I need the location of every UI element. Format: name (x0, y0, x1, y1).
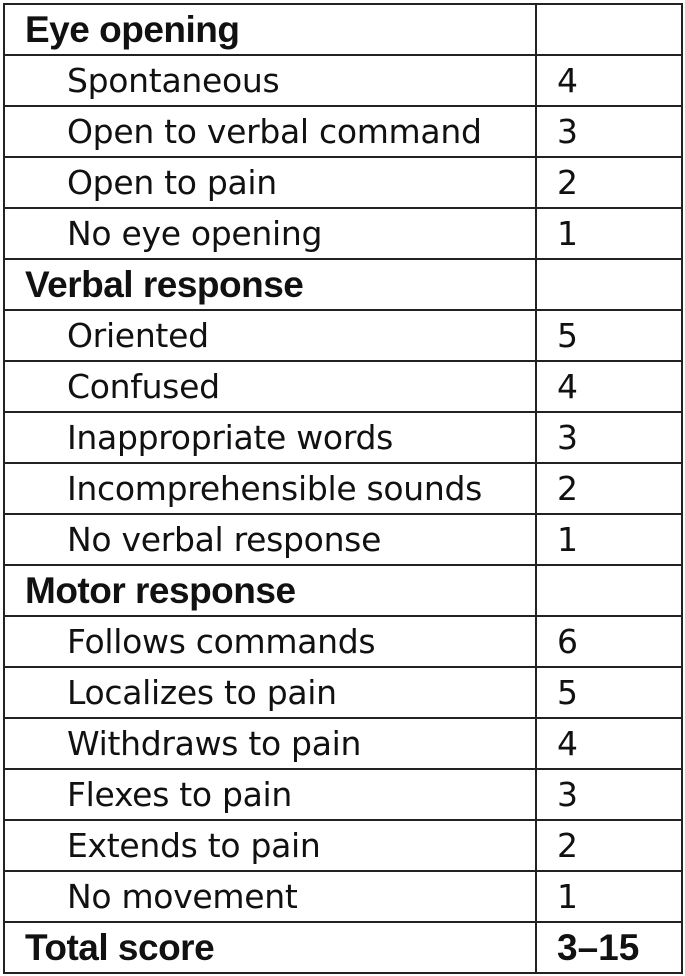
total-row: Total score 3–15 (3, 921, 683, 974)
score-table: Eye opening Spontaneous 4 Open to verbal… (3, 3, 683, 974)
section-header-row: Verbal response (3, 258, 683, 311)
item-score: 4 (535, 360, 683, 413)
item-score: 5 (535, 666, 683, 719)
table-row: Localizes to pain 5 (3, 666, 683, 719)
table-row: No eye opening 1 (3, 207, 683, 260)
item-label: Localizes to pain (3, 666, 537, 719)
total-score: 3–15 (535, 921, 683, 974)
section-header-row: Eye opening (3, 3, 683, 56)
item-label: No verbal response (3, 513, 537, 566)
section-score-cell (535, 564, 683, 617)
section-title: Eye opening (3, 3, 537, 56)
item-score: 4 (535, 54, 683, 107)
item-score: 5 (535, 309, 683, 362)
item-label: Withdraws to pain (3, 717, 537, 770)
table-row: No movement 1 (3, 870, 683, 923)
total-label: Total score (3, 921, 537, 974)
item-score: 2 (535, 462, 683, 515)
item-label: Open to verbal command (3, 105, 537, 158)
item-score: 3 (535, 411, 683, 464)
item-label: Incomprehensible sounds (3, 462, 537, 515)
item-score: 3 (535, 768, 683, 821)
table-row: Flexes to pain 3 (3, 768, 683, 821)
item-label: Inappropriate words (3, 411, 537, 464)
item-score: 4 (535, 717, 683, 770)
section-title: Motor response (3, 564, 537, 617)
item-score: 3 (535, 105, 683, 158)
item-label: Confused (3, 360, 537, 413)
item-score: 1 (535, 513, 683, 566)
item-score: 1 (535, 870, 683, 923)
table-row: Extends to pain 2 (3, 819, 683, 872)
table-row: Open to verbal command 3 (3, 105, 683, 158)
section-score-cell (535, 258, 683, 311)
item-label: Spontaneous (3, 54, 537, 107)
item-label: No movement (3, 870, 537, 923)
table-row: No verbal response 1 (3, 513, 683, 566)
item-score: 2 (535, 819, 683, 872)
table-row: Inappropriate words 3 (3, 411, 683, 464)
item-label: Open to pain (3, 156, 537, 209)
item-score: 2 (535, 156, 683, 209)
table-row: Oriented 5 (3, 309, 683, 362)
section-score-cell (535, 3, 683, 56)
item-score: 1 (535, 207, 683, 260)
section-header-row: Motor response (3, 564, 683, 617)
table-row: Follows commands 6 (3, 615, 683, 668)
table-row: Withdraws to pain 4 (3, 717, 683, 770)
item-score: 6 (535, 615, 683, 668)
table-row: Incomprehensible sounds 2 (3, 462, 683, 515)
section-title: Verbal response (3, 258, 537, 311)
item-label: No eye opening (3, 207, 537, 260)
table-row: Spontaneous 4 (3, 54, 683, 107)
table-row: Open to pain 2 (3, 156, 683, 209)
item-label: Extends to pain (3, 819, 537, 872)
table-row: Confused 4 (3, 360, 683, 413)
item-label: Follows commands (3, 615, 537, 668)
item-label: Oriented (3, 309, 537, 362)
item-label: Flexes to pain (3, 768, 537, 821)
